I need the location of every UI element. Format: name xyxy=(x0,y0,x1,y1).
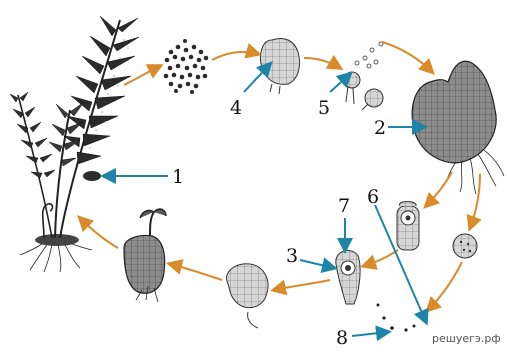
cycle-arrow-embryo-to-young-sporophyte xyxy=(170,264,222,280)
young-sporophyte xyxy=(124,209,166,302)
young-prothallus-cells xyxy=(260,39,299,95)
heart-shaped-prothallus xyxy=(412,61,504,194)
label-3: 3 xyxy=(286,245,298,267)
watermark: решуегэ.рф xyxy=(432,332,501,345)
sperm-cells xyxy=(377,304,416,332)
label-7: 7 xyxy=(338,195,350,217)
adult-fern-sporophyte xyxy=(10,16,139,272)
cycle-arrow-young-sporophyte-to-fern xyxy=(80,218,118,248)
cycle-arrow-germination-to-prothallus xyxy=(382,42,432,72)
germinating-spores xyxy=(344,42,383,110)
cycle-arrow-fertilization-to-embryo xyxy=(274,280,330,290)
embryo-on-prothallus xyxy=(227,264,268,328)
pointer-arrow-4 xyxy=(244,64,270,92)
label-8: 8 xyxy=(336,327,348,349)
cycle-arrow-prothallus-to-antheridium xyxy=(470,174,480,228)
cycle-arrow-spores-to-cells xyxy=(212,52,258,60)
fertilization-archegonium xyxy=(336,250,360,304)
label-6: 6 xyxy=(367,186,379,208)
pointer-arrow-3 xyxy=(300,260,334,268)
cycle-arrow-fern-to-spores xyxy=(124,66,160,85)
spores-cluster xyxy=(164,39,209,94)
label-5: 5 xyxy=(318,97,330,119)
cycle-arrow-prothallus-to-archegonium xyxy=(426,172,452,206)
antheridium xyxy=(453,234,477,258)
label-2: 2 xyxy=(374,117,386,139)
archegonium xyxy=(397,202,419,251)
cycle-arrow-cells-to-germination xyxy=(304,58,340,68)
cycle-arrow-antheridium-to-sperm xyxy=(428,262,462,310)
cycle-arrow-archegonium-to-fertilization xyxy=(364,250,398,266)
pointer-arrow-8 xyxy=(352,332,388,336)
label-1: 1 xyxy=(172,166,184,188)
label-4: 4 xyxy=(230,97,242,119)
